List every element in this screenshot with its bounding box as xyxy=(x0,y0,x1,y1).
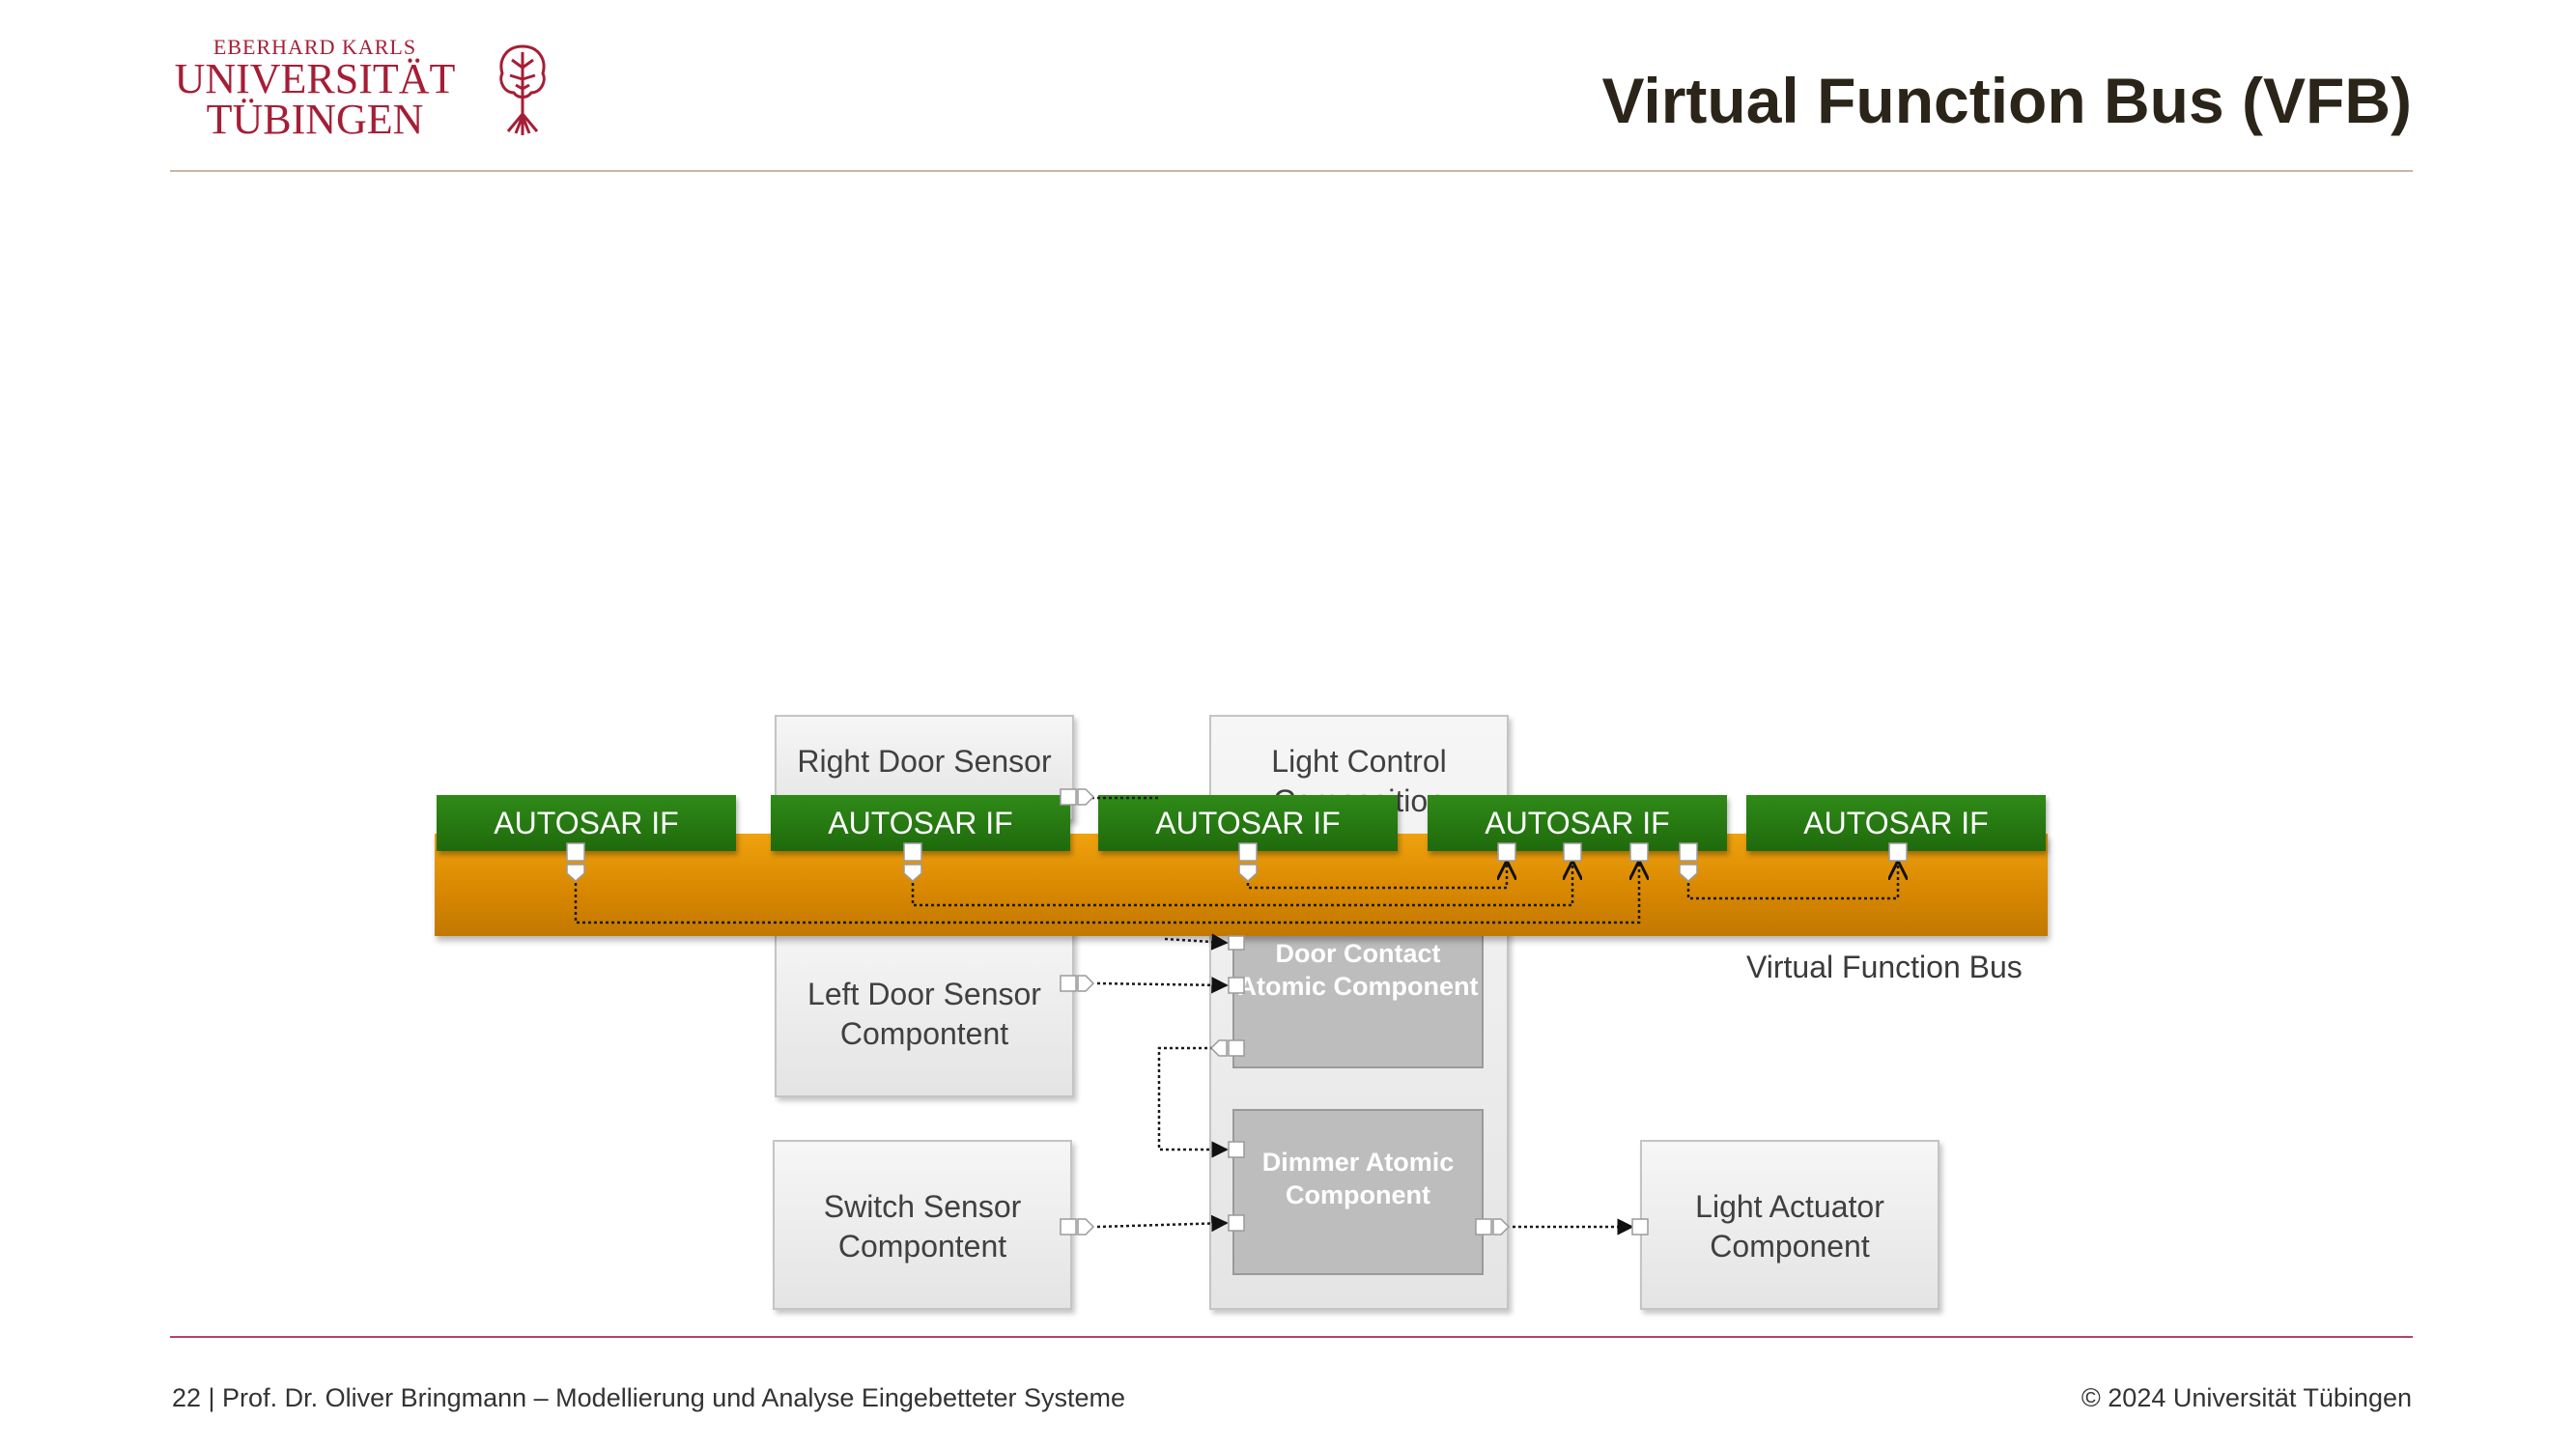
right-door-sensor-label: Right Door Sensor xyxy=(797,744,1052,779)
port-left-door-out-tip xyxy=(1077,975,1095,992)
door-contact-to-dimmer xyxy=(1157,1046,1229,1158)
left-door-sensor-label: Left Door Sensor Compontent xyxy=(807,977,1041,1051)
port-aif4b xyxy=(1563,842,1582,862)
vfb-connector-2 xyxy=(911,863,1572,907)
port-aif1-tip xyxy=(566,864,585,883)
port-light-actuator-in xyxy=(1631,1218,1649,1236)
port-dimmer-out xyxy=(1475,1218,1492,1236)
footer-slide-info: 22 | Prof. Dr. Oliver Bringmann – Modell… xyxy=(172,1383,1126,1412)
switch-sensor-label: Switch Sensor Compontent xyxy=(823,1189,1022,1264)
autosar-if-5: AUTOSAR IF xyxy=(1746,795,2046,851)
port-door-contact-out xyxy=(1228,1039,1245,1057)
port-door-contact-in-1 xyxy=(1228,935,1245,951)
logo-line-1: UNIVERSITÄT xyxy=(174,55,456,102)
light-actuator-component: Light Actuator Component xyxy=(1640,1140,1939,1310)
port-aif2-tip xyxy=(903,864,922,883)
port-aif1 xyxy=(566,842,585,862)
port-left-door-out xyxy=(1060,975,1077,992)
port-aif4d xyxy=(1679,842,1698,862)
port-dimmer-in-2 xyxy=(1228,1214,1245,1232)
port-aif4c xyxy=(1629,842,1649,862)
footer-divider xyxy=(170,1336,2413,1338)
port-aif5 xyxy=(1888,842,1908,862)
port-aif2 xyxy=(903,842,922,862)
port-switch-out-tip xyxy=(1077,1218,1095,1236)
port-door-contact-out-tip xyxy=(1209,1039,1228,1057)
vfb-connector-4 xyxy=(1686,863,1898,900)
left-door-sensor-component: Left Door Sensor Compontent xyxy=(775,918,1074,1097)
door-contact-atomic-component: Door Contact Atomic Component xyxy=(1232,925,1484,1068)
switch-sensor-component: Switch Sensor Compontent xyxy=(773,1140,1072,1310)
port-aif3 xyxy=(1238,842,1258,862)
port-door-contact-in-2 xyxy=(1228,977,1245,994)
vfb-connector-3 xyxy=(1246,863,1507,890)
port-right-door-out-tip xyxy=(1077,788,1095,806)
virtual-function-bus-label: Virtual Function Bus xyxy=(1746,950,2023,984)
port-aif3-tip xyxy=(1238,864,1258,883)
page-title: Virtual Function Bus (VFB) xyxy=(1601,65,2412,136)
port-aif4a xyxy=(1497,842,1516,862)
logo-line-2: TÜBINGEN xyxy=(206,96,424,143)
university-logo: EBERHARD KARLS UNIVERSITÄT TÜBINGEN xyxy=(170,35,576,141)
autosar-if-1: AUTOSAR IF xyxy=(437,795,736,851)
autosar-if-3: AUTOSAR IF xyxy=(1098,795,1398,851)
header-divider xyxy=(170,170,2413,172)
left-door-to-door-contact xyxy=(1096,977,1229,994)
autosar-if-2: AUTOSAR IF xyxy=(771,795,1070,851)
port-right-door-out xyxy=(1060,788,1077,806)
door-contact-atomic-label: Door Contact Atomic Component xyxy=(1237,939,1479,1001)
footer-copyright: © 2024 Universität Tübingen xyxy=(2081,1383,2412,1412)
dimmer-atomic-component: Dimmer Atomic Component xyxy=(1232,1109,1484,1275)
autosar-if-4: AUTOSAR IF xyxy=(1428,795,1727,851)
port-switch-out xyxy=(1060,1218,1077,1236)
port-dimmer-in-1 xyxy=(1228,1141,1245,1158)
vfb-connector-1 xyxy=(574,863,1639,924)
light-actuator-label: Light Actuator Component xyxy=(1695,1189,1884,1264)
tree-emblem-icon xyxy=(499,44,546,135)
port-dimmer-out-tip xyxy=(1492,1218,1511,1236)
logo-line-small: EBERHARD KARLS xyxy=(212,35,417,59)
right-door-to-door-contact-drop xyxy=(1164,933,1229,951)
switch-to-dimmer xyxy=(1096,1214,1229,1233)
dimmer-atomic-label: Dimmer Atomic Component xyxy=(1261,1148,1455,1209)
port-aif4d-tip xyxy=(1679,864,1698,883)
